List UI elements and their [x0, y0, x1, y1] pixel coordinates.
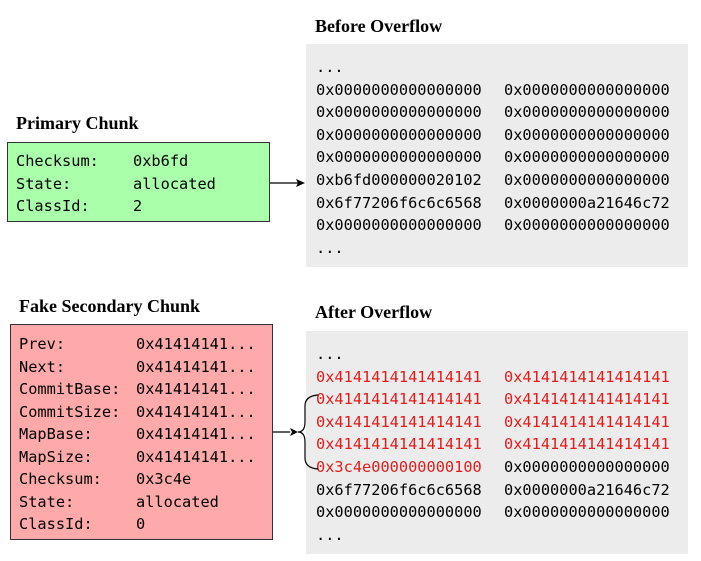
memory-word-1: 0x0000000000000000 [316, 503, 482, 522]
memory-word-1: 0x0000000000000000 [316, 125, 482, 144]
field-key: MapBase: [19, 425, 93, 443]
memory-word-2: 0x0000000a21646c72 [504, 193, 670, 212]
memory-line: 0x0000000000000000 0x0000000000000000 [316, 101, 670, 123]
chunk-field-row: MapSize: 0x41414141... [11, 446, 272, 468]
field-value: 0x41414141... [136, 335, 256, 353]
chunk-field-row: State: allocated [11, 491, 272, 513]
memory-word-1: ... [316, 58, 344, 76]
memory-word-1: ... [316, 345, 344, 363]
memory-line: 0x4141414141414141 0x4141414141414141 [316, 433, 670, 455]
field-key: Prev: [19, 335, 66, 353]
memory-word-2: 0x0000000000000000 [504, 216, 670, 235]
ellipsis-line: ... [316, 237, 344, 259]
memory-word-1: 0x3c4e000000000100 [316, 458, 482, 476]
field-key: State: [16, 174, 72, 193]
chunk-field-row: State: allocated [8, 173, 269, 195]
field-key: CommitSize: [19, 402, 121, 421]
chunk-field-row: ClassId: 2 [8, 195, 269, 217]
memory-word-1: 0x4141414141414141 [316, 435, 482, 454]
memory-word-2: 0x4141414141414141 [504, 435, 670, 454]
memory-word-1: 0x0000000000000000 [316, 103, 482, 122]
memory-line: 0x0000000000000000 0x0000000000000000 [316, 214, 670, 236]
memory-word-1: 0x4141414141414141 [316, 367, 482, 386]
memory-word-2: 0x4141414141414141 [504, 390, 670, 409]
memory-word-2: 0x0000000000000000 [504, 458, 670, 476]
memory-line: 0xb6fd000000020102 0x0000000000000000 [316, 169, 670, 191]
field-key: ClassId: [19, 515, 93, 533]
field-key: ClassId: [16, 197, 90, 215]
memory-word-2: 0x0000000000000000 [504, 148, 670, 167]
memory-line: 0x0000000000000000 0x0000000000000000 [316, 146, 670, 168]
memory-word-2: 0x0000000a21646c72 [504, 480, 670, 499]
memory-line: 0x0000000000000000 0x0000000000000000 [316, 124, 670, 146]
ellipsis-line: ... [316, 343, 344, 365]
field-value: 0x41414141... [136, 425, 256, 443]
memory-line: 0x3c4e000000000100 0x0000000000000000 [316, 456, 670, 478]
memory-line: 0x4141414141414141 0x4141414141414141 [316, 388, 670, 410]
field-value: 0x41414141... [136, 357, 256, 376]
primary-to-before-arrow [270, 179, 305, 187]
memory-word-2: 0x0000000000000000 [504, 80, 670, 99]
memory-word-2: 0x0000000000000000 [504, 125, 670, 144]
field-value: 2 [133, 197, 143, 215]
chunk-field-row: ClassId: 0 [11, 513, 272, 535]
memory-word-2: 0x0000000000000000 [504, 503, 670, 522]
chunk-field-row: MapBase: 0x41414141... [11, 423, 272, 445]
memory-line: 0x6f77206f6c6c6568 0x0000000a21646c72 [316, 479, 670, 501]
field-key: Checksum: [19, 470, 102, 488]
field-key: Next: [19, 357, 66, 376]
field-value: 0x41414141... [136, 380, 256, 398]
memory-word-1: ... [316, 525, 344, 544]
memory-word-2: 0x0000000000000000 [504, 171, 670, 189]
memory-word-2: 0x4141414141414141 [504, 412, 670, 431]
memory-word-1: ... [316, 238, 344, 257]
field-value: allocated [133, 174, 216, 193]
field-key: CommitBase: [19, 380, 121, 398]
field-key: MapSize: [19, 447, 93, 466]
memory-word-1: 0x4141414141414141 [316, 390, 482, 409]
memory-word-1: 0x6f77206f6c6c6568 [316, 193, 482, 212]
chunk-field-row: Checksum: 0x3c4e [11, 468, 272, 490]
fake-secondary-chunk-box: Prev:0x41414141...Next:0x41414141...Comm… [10, 324, 273, 540]
memory-line: 0x4141414141414141 0x4141414141414141 [316, 411, 670, 433]
field-value: 0x41414141... [136, 402, 256, 421]
memory-word-1: 0x0000000000000000 [316, 216, 482, 235]
primary-chunk-title: Primary Chunk [16, 113, 139, 133]
memory-word-1: 0x6f77206f6c6c6568 [316, 480, 482, 499]
memory-word-2: 0x4141414141414141 [504, 367, 670, 386]
memory-line: 0x0000000000000000 0x0000000000000000 [316, 501, 670, 523]
ellipsis-line: ... [316, 524, 344, 546]
chunk-field-row: Checksum: 0xb6fd [8, 150, 269, 172]
chunk-field-row: Next: 0x41414141... [11, 356, 272, 378]
memory-word-1: 0x0000000000000000 [316, 148, 482, 167]
memory-line: 0x4141414141414141 0x4141414141414141 [316, 366, 670, 388]
chunk-field-row: CommitBase: 0x41414141... [11, 378, 272, 400]
field-value: 0 [136, 515, 146, 533]
memory-word-1: 0x4141414141414141 [316, 412, 482, 431]
after-overflow-title: After Overflow [315, 302, 433, 322]
memory-word-1: 0x0000000000000000 [316, 80, 482, 99]
field-value: allocated [136, 492, 219, 511]
secondary-to-after-brace-arrow [273, 394, 319, 470]
field-key: State: [19, 492, 75, 511]
chunk-field-row: Prev: 0x41414141... [11, 333, 272, 355]
field-value: 0x3c4e [136, 470, 192, 488]
field-key: Checksum: [16, 152, 99, 170]
ellipsis-line: ... [316, 56, 344, 78]
memory-word-1: 0xb6fd000000020102 [316, 171, 482, 189]
memory-word-2: 0x0000000000000000 [504, 103, 670, 122]
field-value: 0xb6fd [133, 152, 189, 170]
before-overflow-title: Before Overflow [315, 16, 443, 36]
memory-line: 0x6f77206f6c6c6568 0x0000000a21646c72 [316, 192, 670, 214]
fake-secondary-chunk-title: Fake Secondary Chunk [19, 296, 201, 316]
field-value: 0x41414141... [136, 447, 256, 466]
memory-line: 0x0000000000000000 0x0000000000000000 [316, 79, 670, 101]
chunk-field-row: CommitSize: 0x41414141... [11, 401, 272, 423]
